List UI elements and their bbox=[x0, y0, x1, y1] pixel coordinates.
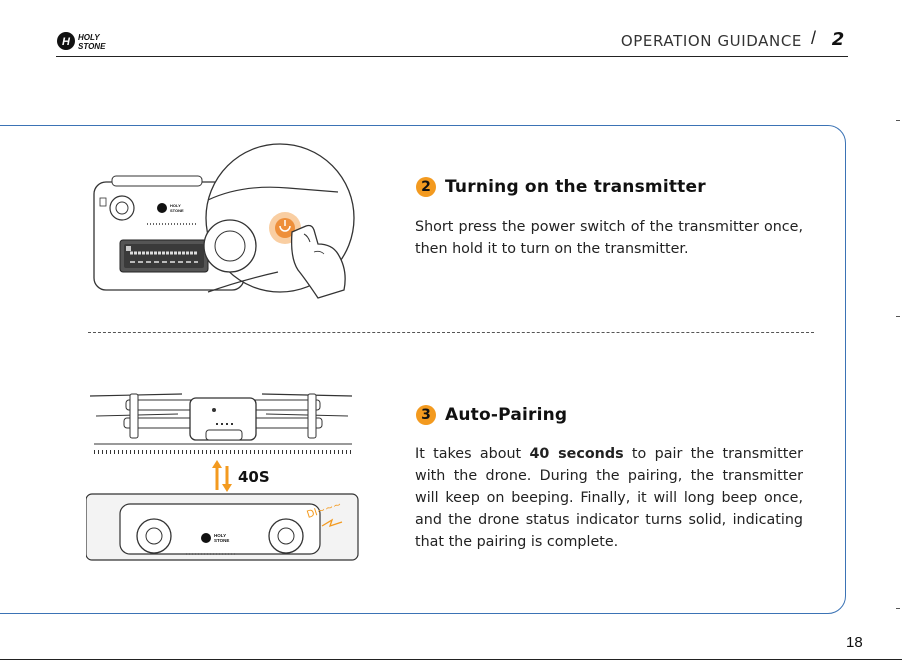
brand-line1: HOLY bbox=[78, 33, 100, 42]
svg-text:STONE: STONE bbox=[170, 208, 184, 213]
body-bold-duration: 40 seconds bbox=[529, 446, 624, 462]
crop-mark bbox=[896, 316, 900, 317]
footer-rule bbox=[0, 659, 902, 660]
crop-mark bbox=[896, 608, 900, 609]
svg-text:HOLY: HOLY bbox=[170, 203, 181, 208]
section-3-body: It takes about 40 seconds to pair the tr… bbox=[415, 443, 803, 553]
crop-mark bbox=[896, 120, 900, 121]
section-title: Auto-Pairing bbox=[445, 405, 568, 425]
holy-stone-logo: H HOLY STONE bbox=[57, 32, 106, 51]
section-title: Turning on the transmitter bbox=[445, 177, 706, 197]
section-3-heading: 3 Auto-Pairing bbox=[416, 405, 567, 425]
header-separator: / bbox=[811, 28, 817, 48]
section-2-heading: 2 Turning on the transmitter bbox=[416, 177, 706, 197]
section-2-body: Short press the power switch of the tran… bbox=[415, 219, 803, 257]
transmitter-power-illustration: HOLY STONE bbox=[93, 143, 355, 299]
chapter-number: 2 bbox=[832, 30, 845, 46]
header-rule bbox=[56, 56, 848, 57]
pairing-illustration: 40S HOLY STONE DI~~~ bbox=[86, 393, 359, 561]
section-title-header: OPERATION GUIDANCE bbox=[620, 32, 802, 50]
section-divider bbox=[88, 332, 814, 333]
step-number: 2 bbox=[416, 177, 436, 197]
step-number: 3 bbox=[416, 405, 436, 425]
content-panel bbox=[0, 125, 846, 614]
brand-line2: STONE bbox=[78, 42, 106, 51]
svg-text:HOLY: HOLY bbox=[214, 533, 226, 538]
body-prefix: It takes about bbox=[415, 446, 530, 462]
svg-text:STONE: STONE bbox=[214, 538, 229, 543]
svg-text:2: 2 bbox=[832, 30, 845, 46]
pairing-time-label: 40S bbox=[238, 468, 270, 486]
body-suffix: to pair the transmitter with the drone. … bbox=[415, 446, 803, 550]
page-number: 18 bbox=[846, 634, 863, 651]
svg-text:H: H bbox=[62, 36, 71, 48]
